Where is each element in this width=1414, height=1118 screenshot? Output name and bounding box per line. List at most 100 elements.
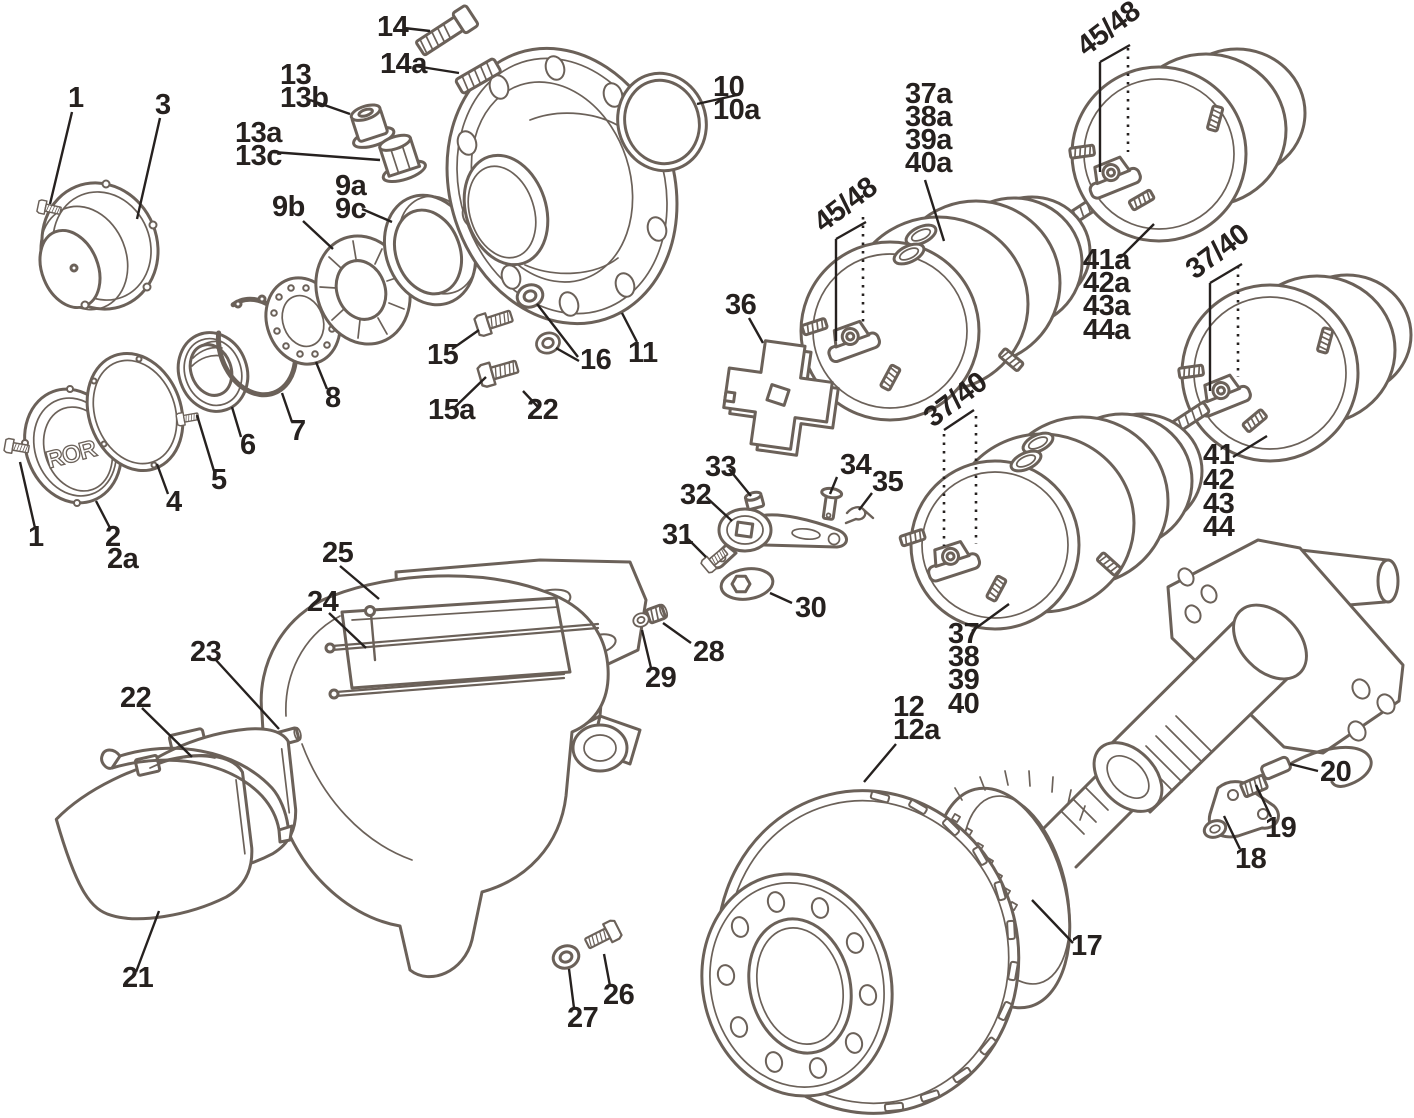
callout-29: 29 xyxy=(645,662,677,694)
callout-1-bottom: 1 xyxy=(28,521,44,553)
callout-32: 32 xyxy=(680,479,711,511)
callout-27: 27 xyxy=(567,1002,598,1034)
callout-31: 31 xyxy=(662,519,694,551)
callout-38a: 38a xyxy=(905,101,953,133)
callout-5: 5 xyxy=(211,464,227,496)
callout-leader-lines xyxy=(18,26,1319,1009)
callout-19: 19 xyxy=(1265,812,1297,844)
part-hubcap-cover: ROR xyxy=(21,385,125,507)
part-sensor-bush xyxy=(1239,773,1269,799)
callout-43a: 43a xyxy=(1083,290,1131,322)
callout-12: 12 xyxy=(893,691,924,723)
callout-22-hub: 22 xyxy=(527,394,558,426)
callout-14: 14 xyxy=(377,11,409,43)
callout-34: 34 xyxy=(840,449,872,481)
callout-39: 39 xyxy=(948,664,980,696)
callout-42: 42 xyxy=(1203,464,1234,496)
callout-17: 17 xyxy=(1071,930,1102,962)
part-axle-nut xyxy=(176,331,250,413)
callout-44: 44 xyxy=(1203,511,1235,543)
callout-25: 25 xyxy=(322,537,354,569)
callout-4548-left: 45/48 xyxy=(808,171,884,239)
callout-3: 3 xyxy=(155,89,171,121)
part-adjuster-plug xyxy=(743,490,766,511)
callout-leader-lines-dotted xyxy=(861,48,1240,546)
callout-4: 4 xyxy=(166,486,182,518)
part-seal-ring xyxy=(616,71,708,173)
part-brake-chamber-double-lower xyxy=(898,400,1212,631)
part-hub xyxy=(445,46,679,326)
part-axle-spindle xyxy=(1040,538,1405,869)
callout-1-top: 1 xyxy=(68,82,84,114)
part-gasket xyxy=(85,351,185,473)
part-wheel-nut-flanged xyxy=(349,103,396,149)
part-bolt-15a xyxy=(475,354,522,389)
callout-41a: 41a xyxy=(1083,244,1131,276)
callout-2: 2 xyxy=(105,521,121,553)
callout-39a: 39a xyxy=(905,124,953,156)
callout-8: 8 xyxy=(325,382,341,414)
callout-13a: 13a xyxy=(235,117,283,149)
part-mount-bolt xyxy=(581,917,624,954)
callout-9a: 9a xyxy=(335,170,368,202)
callout-10: 10 xyxy=(713,71,744,103)
callout-15: 15 xyxy=(427,339,459,371)
part-brake-disc xyxy=(700,789,1021,1115)
callout-44a: 44a xyxy=(1083,314,1131,346)
callout-42a: 42a xyxy=(1083,267,1131,299)
callout-35: 35 xyxy=(872,466,904,498)
part-clevis-pin xyxy=(820,486,844,521)
part-pad-retainer-spring xyxy=(100,746,294,844)
callout-37: 37 xyxy=(948,618,979,650)
callout-13b: 13b xyxy=(280,82,328,114)
callout-9b: 9b xyxy=(272,191,305,223)
callout-26: 26 xyxy=(603,979,635,1011)
callout-12a: 12a xyxy=(893,714,941,746)
part-brake-chamber-double-upper xyxy=(799,192,1107,422)
callout-24: 24 xyxy=(307,586,339,618)
part-plug xyxy=(645,603,669,625)
callout-11: 11 xyxy=(628,337,658,369)
part-wheel-stud xyxy=(415,4,480,57)
callout-13c: 13c xyxy=(235,140,282,172)
part-washer-16b xyxy=(532,328,564,358)
callout-16: 16 xyxy=(580,344,612,376)
callout-33: 33 xyxy=(705,451,737,483)
part-mount-washer xyxy=(548,940,584,974)
callout-6: 6 xyxy=(240,429,256,461)
part-brake-chamber-single-topright xyxy=(1068,47,1307,243)
part-brake-chamber-single-midright xyxy=(1177,273,1413,463)
part-adjuster-washer xyxy=(719,567,775,601)
callout-21: 21 xyxy=(122,962,154,994)
callout-36: 36 xyxy=(725,289,757,321)
callout-10a: 10a xyxy=(713,94,761,126)
part-cotter-pin xyxy=(844,505,875,525)
part-caliper-body xyxy=(259,574,629,979)
callout-14a: 14a xyxy=(380,48,428,80)
callout-40a: 40a xyxy=(905,147,953,179)
callout-7: 7 xyxy=(290,415,306,447)
part-wheel-nut-hex xyxy=(378,133,427,184)
part-spacer-plate xyxy=(722,339,840,457)
callout-9c: 9c xyxy=(335,193,367,225)
callout-23: 23 xyxy=(190,636,222,668)
callout-15a: 15a xyxy=(428,394,476,426)
callout-2a: 2a xyxy=(107,543,140,575)
callout-28: 28 xyxy=(693,636,725,668)
callout-43: 43 xyxy=(1203,488,1235,520)
callout-13: 13 xyxy=(280,59,312,91)
part-bolt-15 xyxy=(472,304,516,339)
callout-30: 30 xyxy=(795,592,826,624)
callout-37a: 37a xyxy=(905,78,953,110)
callout-20: 20 xyxy=(1320,756,1351,788)
callout-4548-right: 45/48 xyxy=(1071,0,1147,63)
part-abs-sensor xyxy=(1260,746,1373,788)
callout-38: 38 xyxy=(948,641,980,673)
callout-40: 40 xyxy=(948,688,979,720)
callout-22-pads: 22 xyxy=(120,682,151,714)
part-hub-cap xyxy=(38,179,160,311)
callout-41: 41 xyxy=(1203,439,1235,471)
callout-18: 18 xyxy=(1235,843,1267,875)
